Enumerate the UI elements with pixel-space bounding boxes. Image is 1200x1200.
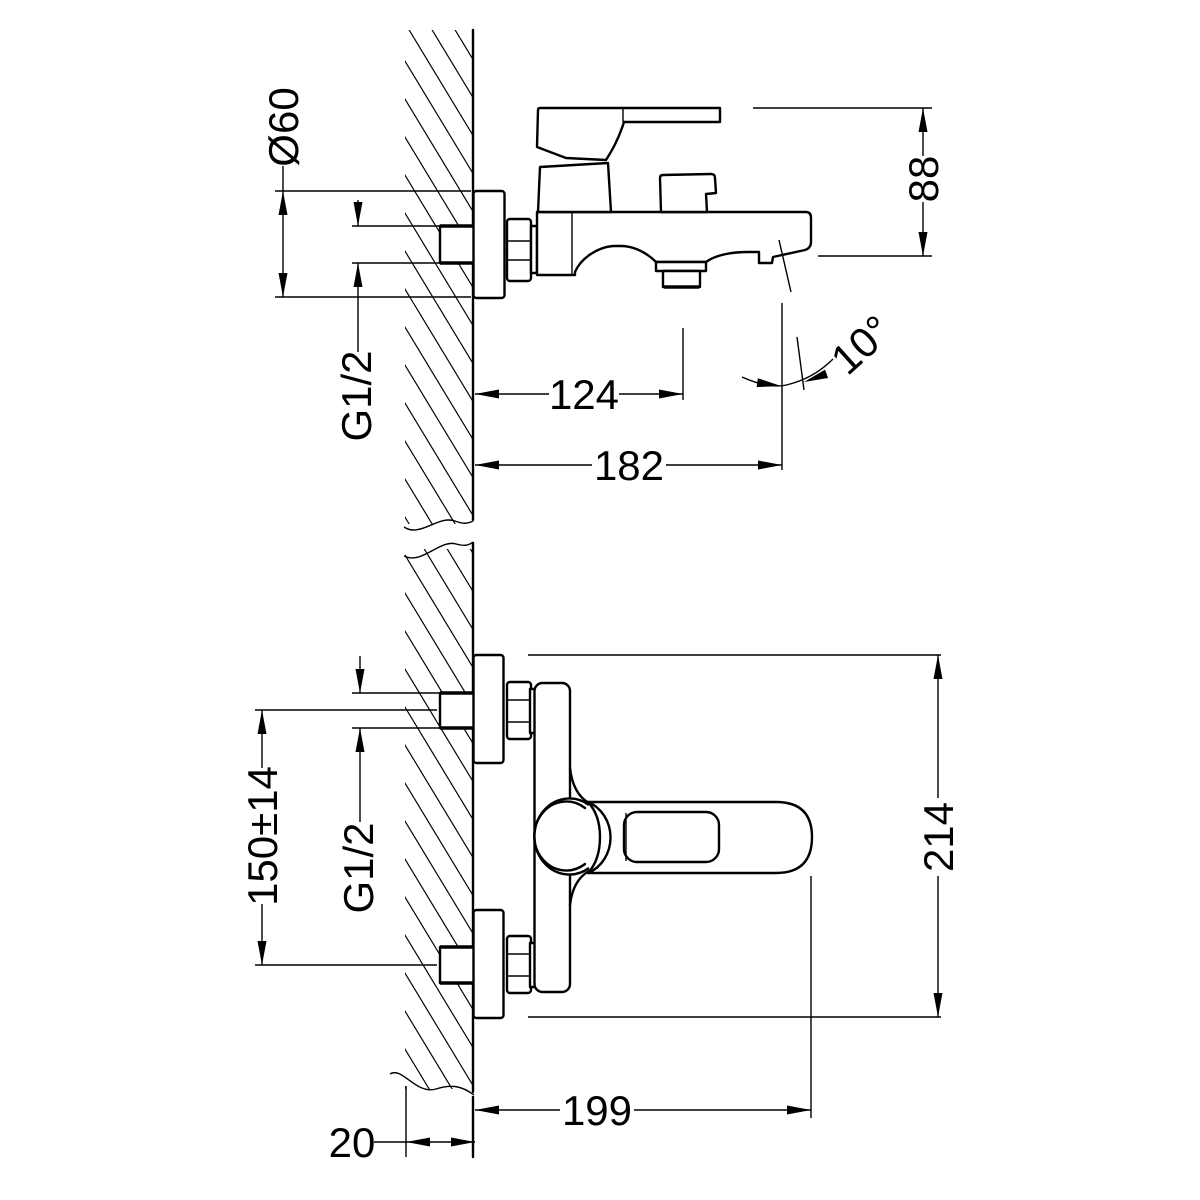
- arrowhead-right: [756, 378, 781, 388]
- escutcheon: [472, 189, 506, 300]
- wall-section: [389, 28, 475, 1159]
- wall-break-wavy-bottom: [389, 1071, 475, 1096]
- escutcheon-top: [472, 653, 505, 765]
- lever-grip-face: [622, 810, 721, 864]
- dim-label-overall-height: 214: [915, 802, 962, 872]
- supply-pipe-top: [438, 691, 476, 730]
- dim-label-total-length: 199: [562, 1087, 632, 1134]
- arrowhead-up: [355, 728, 365, 752]
- arrowhead-left: [475, 460, 499, 470]
- body-fillet-top: [568, 766, 591, 805]
- arrowhead-up: [933, 655, 943, 679]
- dim-label-spout-center: 124: [549, 371, 619, 418]
- arrowhead-right: [758, 460, 782, 470]
- lever-outline: [586, 800, 814, 875]
- dim-label-spout-angle: 10°: [822, 306, 901, 383]
- aerator-flange: [654, 260, 708, 273]
- angle-leg: [796, 336, 805, 391]
- wall-hatching-lower: [405, 549, 473, 1089]
- dimension-overall-height: 214: [528, 654, 962, 1018]
- arrowhead-down: [257, 941, 267, 965]
- lever-handle: [535, 106, 722, 162]
- side-view: Ø60 G1/2 88 124: [260, 87, 947, 489]
- arrowhead-left: [406, 1137, 430, 1147]
- arrowhead-right: [451, 1137, 475, 1147]
- handle-boss-inner: [533, 800, 587, 872]
- dimension-thread-plan: G1/2: [335, 656, 440, 914]
- arrowhead-left: [475, 1105, 499, 1115]
- angle-arc: [741, 358, 834, 387]
- dim-label-wall-thickness: 20: [329, 1119, 376, 1166]
- arrowhead-right: [787, 1105, 811, 1115]
- hex-nut: [505, 217, 533, 283]
- dimension-spout-center: 124: [475, 328, 684, 418]
- dimension-flange-diameter: Ø60: [260, 87, 471, 298]
- dim-label-thread-plan: G1/2: [335, 822, 382, 913]
- plan-view: 150±14 G1/2 214: [239, 653, 962, 1166]
- arrowhead-up: [353, 263, 363, 287]
- arrowhead-right: [659, 389, 683, 399]
- spout-direction-mark: [778, 239, 792, 293]
- dim-label-flange-diameter: Ø60: [260, 87, 307, 166]
- dimension-wall-thickness: 20: [329, 1119, 475, 1166]
- arrowhead-down: [355, 669, 365, 693]
- wall-break-wavy-middle: [403, 541, 474, 559]
- dimension-total-projection: 182: [475, 303, 783, 489]
- arrowhead-down: [918, 232, 928, 256]
- hex-nut-top: [505, 680, 533, 741]
- aerator-ring: [661, 269, 702, 289]
- dimension-spout-angle: 10°: [741, 306, 901, 391]
- dim-label-body-height: 88: [900, 156, 947, 203]
- dim-label-connection-centers: 150±14: [239, 766, 286, 906]
- arrowhead-left: [475, 389, 499, 399]
- arrowhead-down: [278, 273, 288, 297]
- cartridge-housing: [536, 161, 613, 214]
- arrowhead-up: [918, 108, 928, 132]
- dimension-body-height: 88: [753, 107, 947, 257]
- dimension-thread-side: G1/2: [333, 200, 440, 442]
- wall-break-wavy-upper: [403, 519, 474, 531]
- faucet-body-outline: [535, 210, 813, 277]
- arrowhead-down: [933, 993, 943, 1017]
- arrowhead-down: [353, 202, 363, 226]
- arrowhead-up: [278, 191, 288, 215]
- hex-nut-bottom: [505, 934, 533, 995]
- diverter-knob: [658, 172, 718, 214]
- supply-pipe: [438, 224, 476, 265]
- arrowhead-up: [257, 710, 267, 734]
- dimension-total-length: 199: [475, 876, 812, 1134]
- hex-nut-facets: [507, 699, 531, 723]
- arrowhead-left: [804, 369, 829, 382]
- supply-pipe-bottom: [438, 945, 476, 985]
- lever-boss-blend: [586, 800, 612, 875]
- escutcheon-bottom: [472, 908, 505, 1020]
- dimension-connection-centers: 150±14: [239, 709, 437, 966]
- wall-hatching-upper: [405, 30, 473, 524]
- hex-nut-facets: [507, 240, 531, 261]
- body-fillet-bottom: [568, 869, 591, 907]
- hex-nut-facets: [507, 953, 531, 977]
- dim-label-thread-side: G1/2: [333, 350, 380, 441]
- dim-label-total-projection: 182: [594, 442, 664, 489]
